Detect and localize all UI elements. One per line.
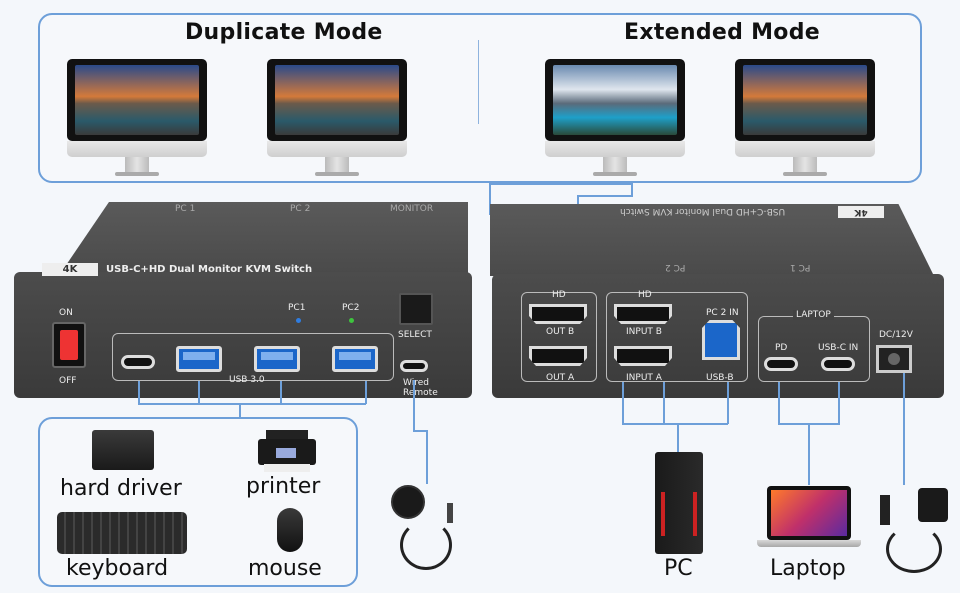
- back-product-name: USB-C+HD Dual Monitor KVM Switch: [620, 206, 786, 216]
- wired-remote-port[interactable]: [400, 360, 428, 372]
- front-usbc-port[interactable]: [121, 355, 155, 369]
- dc-label: DC/12V: [879, 330, 913, 340]
- back-top-label-1: PC 2: [665, 262, 686, 272]
- printer-image: [258, 430, 316, 472]
- pc2-led-label: PC2: [342, 303, 360, 313]
- usbc-in-label: USB-C IN: [818, 343, 859, 353]
- hd-out-group: [521, 292, 597, 382]
- out-a-label: OUT A: [546, 373, 575, 383]
- pc1-led-label: PC1: [288, 303, 306, 313]
- usb3-port-1[interactable]: [176, 346, 222, 372]
- wired-remote-label: Wired Remote: [403, 378, 438, 398]
- hd-out-title: HD: [552, 290, 566, 300]
- front-top-label-2: PC 2: [290, 204, 311, 214]
- lake-wallpaper: [743, 65, 867, 135]
- duplicate-mode-title: Duplicate Mode: [185, 20, 383, 45]
- back-top-label-2: PC 1: [790, 262, 811, 272]
- power-cable: [886, 525, 942, 573]
- mouse-image: [277, 508, 303, 552]
- input-b-label: INPUT B: [626, 327, 662, 337]
- pd-usbc-port[interactable]: [764, 357, 798, 371]
- lake-wallpaper: [75, 65, 199, 135]
- usb-b-port[interactable]: [702, 320, 740, 360]
- usb3-port-3[interactable]: [332, 346, 378, 372]
- usb3-label: USB 3.0: [229, 375, 265, 385]
- mouse-label: mouse: [248, 556, 322, 581]
- hd-in-group: [606, 292, 748, 382]
- hard-drive-image: [92, 430, 154, 470]
- select-label: SELECT: [398, 330, 432, 340]
- monitor-extended-2: [735, 59, 875, 179]
- remote-cable: [400, 520, 452, 570]
- laptop-group-label: LAPTOP: [793, 310, 834, 320]
- keyboard-label: keyboard: [66, 556, 169, 581]
- keyboard-image: [57, 512, 187, 554]
- hdmi-input-a-port[interactable]: [614, 346, 672, 366]
- printer-label: printer: [246, 474, 321, 499]
- front-product-name: USB-C+HD Dual Monitor KVM Switch: [106, 264, 313, 275]
- select-button[interactable]: [399, 293, 433, 325]
- pc-tower-image: [655, 452, 703, 554]
- pc-label: PC: [664, 556, 693, 581]
- front-top-label-1: PC 1: [175, 204, 196, 214]
- pc1-led: [296, 318, 301, 323]
- lake-wallpaper: [275, 65, 399, 135]
- input-a-label: INPUT A: [626, 373, 662, 383]
- front-4k-badge: 4K: [42, 263, 98, 276]
- back-4k-badge: 4K: [838, 206, 884, 218]
- power-plug: [880, 495, 890, 525]
- dc-power-jack[interactable]: [876, 345, 912, 373]
- power-on-label: ON: [59, 308, 73, 318]
- laptop-base: [757, 540, 861, 547]
- modes-divider: [478, 40, 479, 124]
- hdmi-out-b-port[interactable]: [529, 304, 587, 324]
- usbc-in-port[interactable]: [821, 357, 855, 371]
- monitor-duplicate-1: [67, 59, 207, 179]
- hdmi-input-b-port[interactable]: [614, 304, 672, 324]
- hdmi-out-a-port[interactable]: [529, 346, 587, 366]
- out-b-label: OUT B: [546, 327, 575, 337]
- usb3-port-2[interactable]: [254, 346, 300, 372]
- usb-hub-group: [112, 333, 394, 381]
- mountain-wallpaper: [553, 65, 677, 135]
- hd-in-title: HD: [638, 290, 652, 300]
- power-switch[interactable]: [52, 322, 86, 368]
- power-off-label: OFF: [59, 376, 77, 386]
- front-device-top: [60, 202, 468, 274]
- remote-plug: [447, 503, 453, 523]
- extended-mode-title: Extended Mode: [624, 20, 820, 45]
- hard-drive-label: hard driver: [60, 476, 182, 501]
- pd-label: PD: [775, 343, 788, 353]
- front-panel: [14, 272, 472, 398]
- pc2-led: [349, 318, 354, 323]
- power-adapter-image: [918, 488, 948, 522]
- laptop-image: [767, 486, 851, 540]
- usb-b-label: USB-B: [706, 373, 734, 383]
- wired-remote-device: [391, 485, 425, 519]
- laptop-label: Laptop: [770, 556, 846, 581]
- pc2-in-label: PC 2 IN: [706, 308, 739, 318]
- monitor-duplicate-2: [267, 59, 407, 179]
- monitor-extended-1: [545, 59, 685, 179]
- front-top-label-3: MONITOR: [390, 204, 434, 214]
